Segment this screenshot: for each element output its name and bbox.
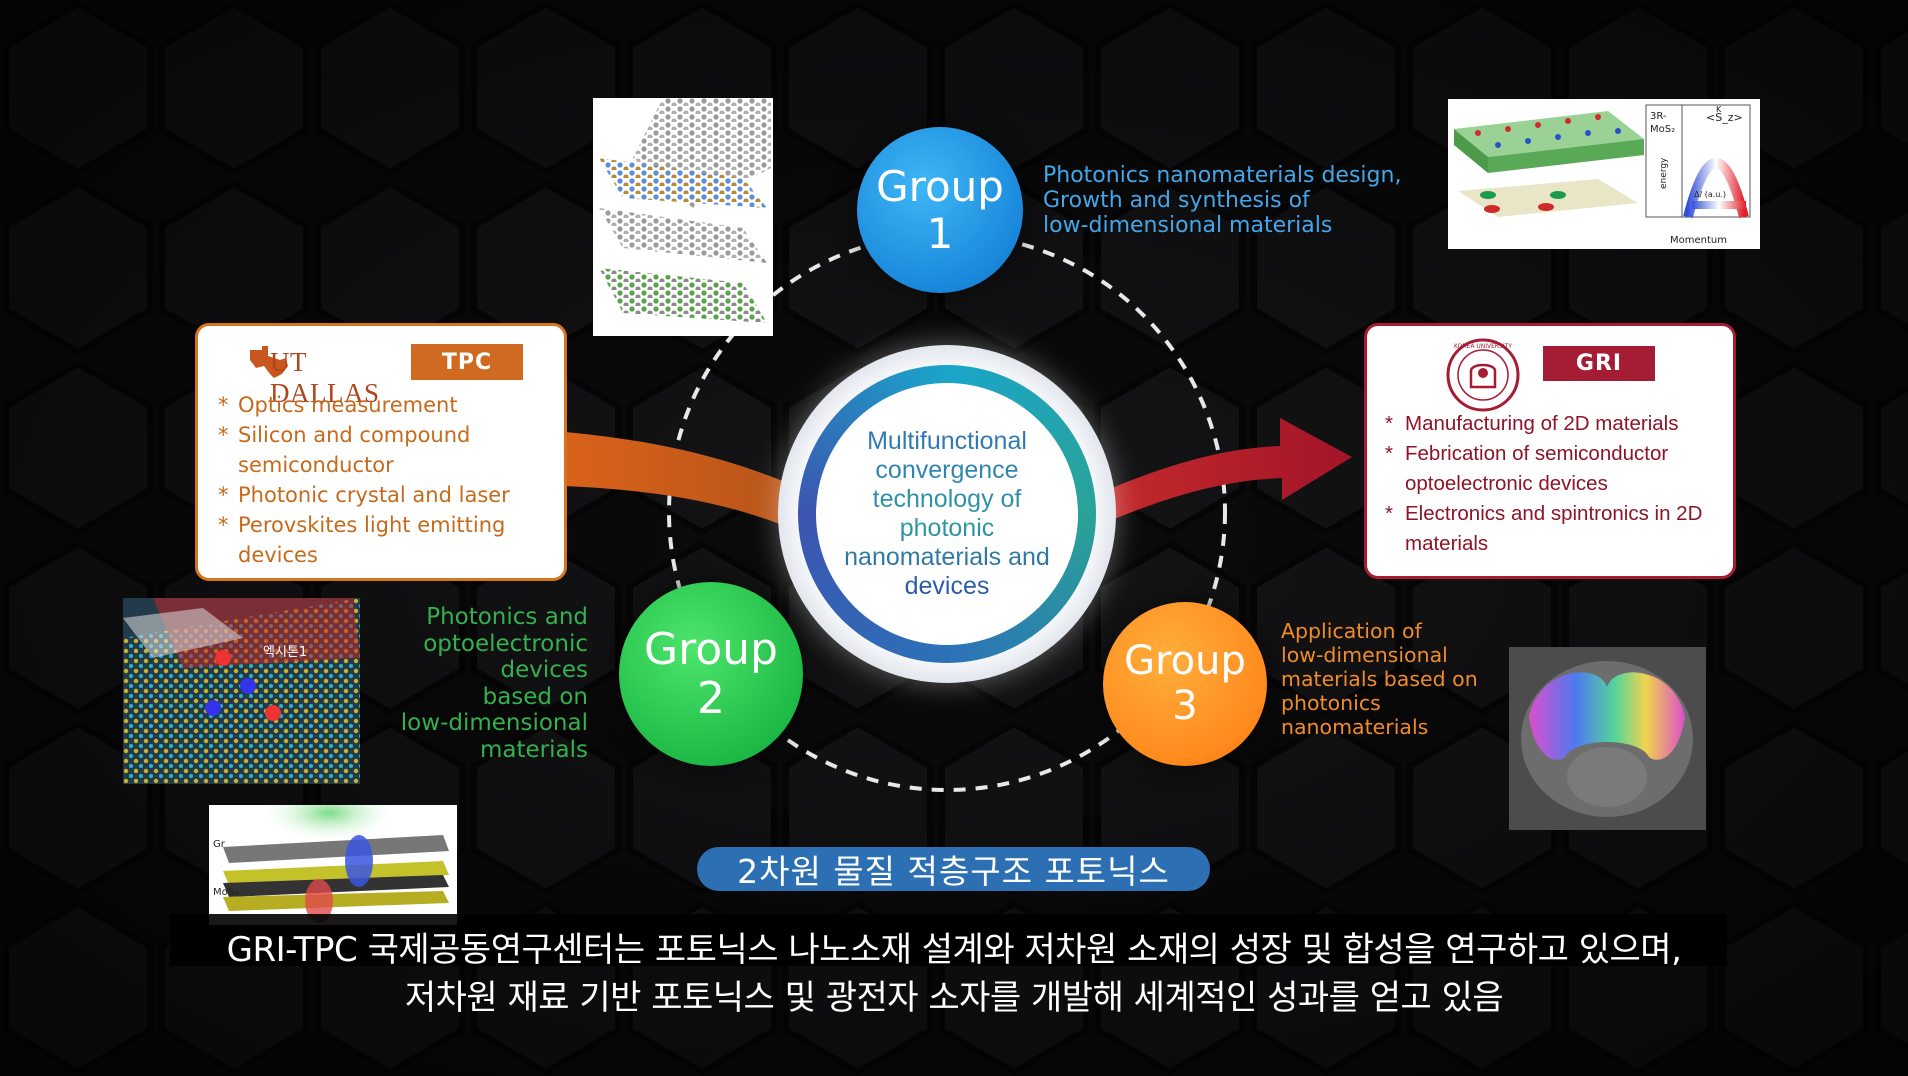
gri-badge: GRI <box>1543 346 1655 381</box>
band-structure-illustration: 3R- MoS₂ <S_z> K energy Δ/ (a.u.) Moment… <box>1454 104 1751 246</box>
group-3-circle: Group 3 <box>1103 602 1267 766</box>
list-item: Silicon and compound semiconductor <box>218 420 558 480</box>
lattice-structure-figure <box>593 98 773 336</box>
group-3-number: 3 <box>1172 683 1198 729</box>
group-3-desc-line: materials based on <box>1281 667 1478 691</box>
fig-label: 3R- <box>1650 111 1667 122</box>
exciton-device-figure: 엑시톤1 <box>123 598 360 784</box>
subtitle-line-2: 저차원 재료 기반 포토닉스 및 광전자 소자를 개발해 세계적인 성과를 얻고… <box>404 978 1504 1018</box>
group-2-desc-line: low-dimensional <box>400 710 588 736</box>
utd-tpc-box: UT DALLAS TPC Optics measurement Silicon… <box>195 323 567 581</box>
group-2-circle: Group 2 <box>619 582 803 766</box>
group-3-word: Group <box>1124 638 1246 685</box>
group-3-desc-line: low-dimensional <box>1281 643 1448 667</box>
group-2-desc-line: optoelectronic <box>423 630 588 657</box>
group-1-circle: Group 1 <box>857 127 1023 293</box>
group-1-desc-line: Growth and synthesis of <box>1043 188 1310 213</box>
texas-shape-icon <box>250 346 288 378</box>
group-2-number: 2 <box>697 673 725 724</box>
group-1-description: Photonics nanomaterials design, Growth a… <box>1043 163 1443 238</box>
group-1-number: 1 <box>926 209 954 258</box>
brain-imaging-figure <box>1509 647 1706 830</box>
group-1-desc-line: low-dimensional materials <box>1043 213 1333 238</box>
fig-label: K <box>1716 105 1722 114</box>
tpc-badge: TPC <box>411 344 523 380</box>
group-2-desc-line: Photonics and <box>426 604 588 630</box>
fig-label: <S_z> <box>1706 111 1743 124</box>
group-3-desc-line: photonics <box>1281 691 1381 715</box>
fig-label: MoS₂ <box>213 887 238 898</box>
group-2-word: Group <box>644 623 778 675</box>
utd-logo: UT DALLAS <box>246 344 396 408</box>
utd-item-list: Optics measurement Silicon and compound … <box>218 390 558 570</box>
gri-box: KOREA UNIVERSITY GRI Manufacturing of 2D… <box>1364 323 1736 579</box>
arrow-left-band <box>565 432 790 528</box>
list-item: Optics measurement <box>218 390 558 420</box>
fig-label: Gr <box>213 839 226 850</box>
seal-lettering: KOREA UNIVERSITY <box>1454 343 1512 350</box>
group-2-desc-line: materials <box>480 736 588 763</box>
fig-overlay-label: 엑시톤1 <box>263 645 307 660</box>
brain-illustration <box>1509 647 1706 830</box>
core-title: Multifunctional convergence technology o… <box>827 427 1067 601</box>
list-item: Febrication of semiconductor optoelectro… <box>1385 439 1725 499</box>
group-2-desc-line: based on <box>482 683 588 710</box>
list-item: Photonic crystal and laser <box>218 480 558 510</box>
university-seal-icon: KOREA UNIVERSITY <box>1446 338 1520 412</box>
list-item: Perovskites light emitting devices <box>218 510 558 570</box>
arrow-right-head <box>1112 418 1352 520</box>
group-3-desc-line: nanomaterials <box>1281 715 1429 739</box>
core-circle: Multifunctional convergence technology o… <box>816 383 1078 645</box>
band-structure-figure: 3R- MoS₂ <S_z> K energy Δ/ (a.u.) Moment… <box>1448 99 1760 249</box>
exciton-illustration: 엑시톤1 <box>123 598 360 784</box>
heterostructure-figure: Gr MoS₂ <box>209 805 457 925</box>
fig-label: energy <box>1659 157 1669 189</box>
fig-label: Momentum <box>1670 235 1727 246</box>
list-item: Manufacturing of 2D materials <box>1385 409 1725 439</box>
group-1-desc-line: Photonics nanomaterials design, <box>1043 163 1402 188</box>
lattice-illustration <box>599 98 771 323</box>
heterostructure-illustration: Gr MoS₂ <box>209 805 457 925</box>
group-3-desc-line: Application of <box>1281 619 1422 643</box>
fig-label: Δ/ (a.u.) <box>1694 190 1726 199</box>
gri-item-list: Manufacturing of 2D materials Febricatio… <box>1385 409 1725 559</box>
group-1-word: Group <box>876 161 1004 211</box>
group-2-description: Photonics and optoelectronic devices bas… <box>380 604 588 763</box>
group-3-description: Application of low-dimensional materials… <box>1281 619 1511 739</box>
group-2-desc-line: devices <box>500 657 588 683</box>
subtitle-backdrop <box>170 914 1727 966</box>
caption-pill: 2차원 물질 적층구조 포토닉스 <box>697 847 1210 891</box>
subtitle-line-1: GRI-TPC 국제공동연구센터는 포토닉스 나노소재 설계와 저차원 소재의 … <box>226 930 1682 970</box>
list-item: Electronics and spintronics in 2D materi… <box>1385 499 1725 559</box>
fig-label: MoS₂ <box>1650 124 1675 135</box>
